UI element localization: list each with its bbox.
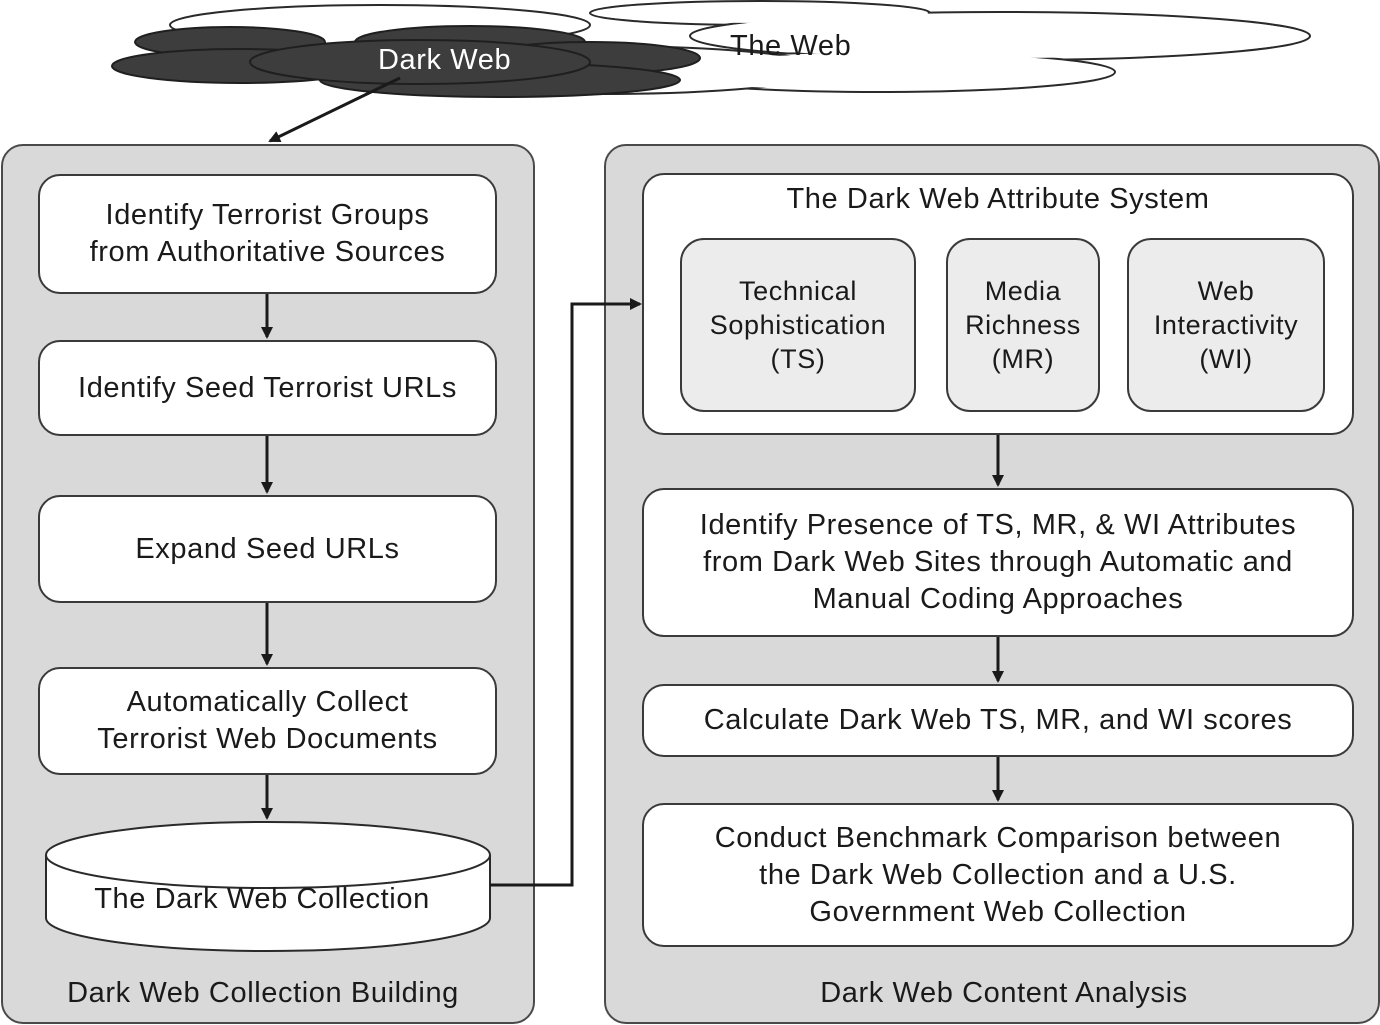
cloud-to-collection-arrow [268, 76, 401, 143]
dark-web-cloud [111, 25, 701, 98]
attribute-system-title: The Dark Web Attribute System [786, 183, 1210, 215]
media-richness-attribute: Media Richness (MR) [946, 238, 1100, 412]
the-web-label: The Web [730, 30, 852, 62]
dark-web-label: Dark Web [378, 44, 512, 76]
identify-attributes-step: Identify Presence of TS, MR, & WI Attrib… [642, 488, 1354, 637]
expand-seed-urls-step: Expand Seed URLs [38, 495, 497, 603]
collect-documents-step: Automatically Collect Terrorist Web Docu… [38, 667, 497, 775]
web-interactivity-attribute: Web Interactivity (WI) [1127, 238, 1325, 412]
technical-sophistication-attribute: Technical Sophistication (TS) [680, 238, 916, 412]
calculate-scores-step: Calculate Dark Web TS, MR, and WI scores [642, 684, 1354, 757]
identify-groups-step: Identify Terrorist Groups from Authorita… [38, 174, 497, 294]
content-analysis-label: Dark Web Content Analysis [820, 977, 1188, 1009]
dark-web-collection-label: The Dark Web Collection [94, 883, 430, 915]
collection-building-label: Dark Web Collection Building [67, 977, 459, 1009]
arrow-database-to-attribute-system [490, 298, 642, 887]
benchmark-comparison-step: Conduct Benchmark Comparison between the… [642, 803, 1354, 947]
identify-seed-urls-step: Identify Seed Terrorist URLs [38, 340, 497, 436]
